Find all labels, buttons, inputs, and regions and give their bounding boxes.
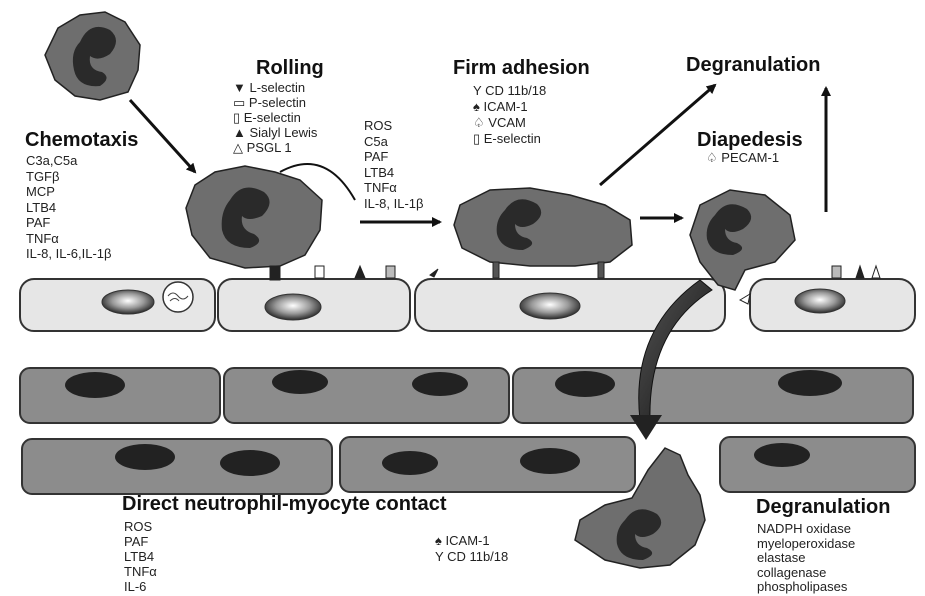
e-selectin-icon: ▯ xyxy=(233,110,244,125)
cd11b-icon: Y xyxy=(473,83,485,98)
l-selectin-icon: ▼ xyxy=(233,80,249,95)
neutrophil-firm-adhesion xyxy=(454,188,632,266)
mediator-item: IL-8, IL-1β xyxy=(364,196,424,212)
firm-adhesion-title: Firm adhesion xyxy=(453,58,590,78)
chemotaxis-list: C3a,C5a TGFβ MCP LTB4 PAF TNFα IL-8, IL-… xyxy=(26,153,112,262)
legend-label: ICAM-1 xyxy=(484,99,528,114)
legend-label: CD 11b/18 xyxy=(485,83,546,98)
enzyme-item: myeloperoxidase xyxy=(757,537,855,552)
chemotaxis-item: PAF xyxy=(26,215,112,231)
legend-label: ICAM-1 xyxy=(446,533,490,548)
psgl-icon: △ xyxy=(233,140,247,155)
legend-label: VCAM xyxy=(488,115,526,130)
legend-label: Sialyl Lewis xyxy=(249,125,317,140)
diapedesis-title: Diapedesis xyxy=(697,130,803,150)
legend-label: PECAM-1 xyxy=(721,150,779,165)
chemotaxis-item: C3a,C5a xyxy=(26,153,112,169)
legend-label: E-selectin xyxy=(484,131,541,146)
degranulation-bottom-title: Degranulation xyxy=(756,497,890,517)
icam-icon: ♠ xyxy=(435,533,446,548)
enzyme-item: phospholipases xyxy=(757,580,855,595)
chemotaxis-item: IL-8, IL-6,IL-1β xyxy=(26,246,112,262)
mediator-item: ROS xyxy=(124,519,157,534)
sialyl-lewis-icon: ▲ xyxy=(233,125,249,140)
enzyme-item: collagenase xyxy=(757,566,855,581)
chemotaxis-item: TGFβ xyxy=(26,169,112,185)
cd11b-icon: Y xyxy=(435,549,447,564)
legend-label: PSGL 1 xyxy=(247,140,292,155)
endothelial-layer xyxy=(20,279,915,331)
transmigration-arrowhead xyxy=(630,415,662,440)
mediator-item: PAF xyxy=(364,149,424,165)
vcam-icon: ♤ xyxy=(473,115,488,130)
diapedesis-legend: ♤ PECAM-1 xyxy=(706,151,779,164)
chemotaxis-item: TNFα xyxy=(26,231,112,247)
myocyte-layer xyxy=(20,368,915,494)
legend-label: L-selectin xyxy=(249,80,305,95)
rolling-title: Rolling xyxy=(256,58,324,78)
pecam-icon: ♤ xyxy=(706,150,721,165)
enzyme-list: NADPH oxidase myeloperoxidase elastase c… xyxy=(757,522,855,595)
contact-title: Direct neutrophil-myocyte contact xyxy=(122,494,447,514)
p-selectin-icon: ▭ xyxy=(233,95,249,110)
contact-mediators: ROS PAF LTB4 TNFα IL-6 xyxy=(124,519,157,594)
rolling-legend: ▼ L-selectin ▭ P-selectin ▯ E-selectin ▲… xyxy=(233,80,317,155)
firm-adhesion-legend: Y CD 11b/18 ♠ ICAM-1 ♤ VCAM ▯ E-selectin xyxy=(473,83,546,147)
mediator-item: TNFα xyxy=(364,180,424,196)
contact-legend: ♠ ICAM-1 Y CD 11b/18 xyxy=(435,533,508,565)
enzyme-item: elastase xyxy=(757,551,855,566)
legend-label: P-selectin xyxy=(249,95,306,110)
mediator-item: IL-6 xyxy=(124,579,157,594)
mediator-item: PAF xyxy=(124,534,157,549)
neutrophil-chemotaxis xyxy=(45,12,140,100)
e-selectin-icon: ▯ xyxy=(473,131,484,146)
mediator-item: LTB4 xyxy=(124,549,157,564)
legend-label: CD 11b/18 xyxy=(447,549,508,564)
mediator-item: ROS xyxy=(364,118,424,134)
chemotaxis-item: LTB4 xyxy=(26,200,112,216)
neutrophil-diapedesis xyxy=(690,190,795,290)
mediator-item: C5a xyxy=(364,134,424,150)
mediator-item: LTB4 xyxy=(364,165,424,181)
legend-label: E-selectin xyxy=(244,110,301,125)
enzyme-item: NADPH oxidase xyxy=(757,522,855,537)
degranulation-top-title: Degranulation xyxy=(686,55,820,75)
mediator-item: TNFα xyxy=(124,564,157,579)
rolling-mediators: ROS C5a PAF LTB4 TNFα IL-8, IL-1β xyxy=(364,118,424,211)
neutrophil-rolling xyxy=(186,166,322,268)
chemotaxis-item: MCP xyxy=(26,184,112,200)
chemotaxis-title: Chemotaxis xyxy=(25,130,138,150)
icam-icon: ♠ xyxy=(473,99,484,114)
